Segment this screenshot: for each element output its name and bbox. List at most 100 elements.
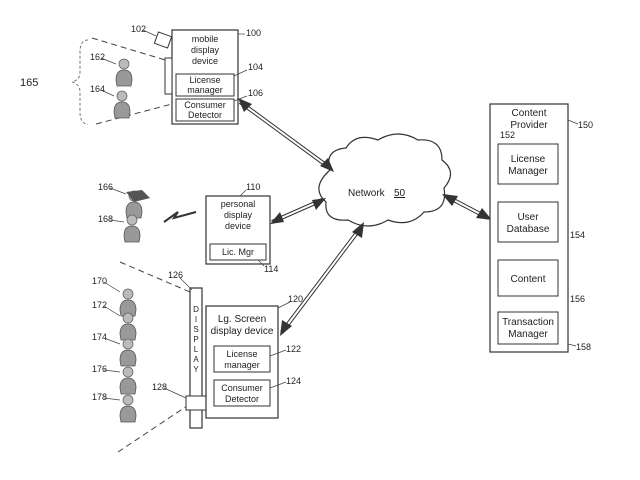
person-178: [119, 394, 137, 423]
person-164: [113, 90, 131, 119]
camera-icon: [153, 31, 173, 49]
mobile-license-2: manager: [187, 85, 223, 95]
person-172: [119, 312, 137, 341]
provider-title-2: Provider: [510, 120, 548, 131]
ref-165: 165: [20, 77, 38, 89]
lg-license-1: License: [226, 349, 257, 359]
userdb-2: Database: [507, 224, 550, 235]
group-bracket: [71, 39, 89, 125]
lg-consumer-detector: [213, 379, 271, 407]
ref-150: 150: [578, 120, 593, 130]
arrowhead: [320, 158, 334, 172]
arrowhead: [442, 194, 458, 206]
leader: [142, 29, 157, 37]
leader: [277, 301, 291, 309]
mobile-license-1: License: [189, 75, 220, 85]
ref-124: 124: [286, 376, 301, 386]
ref-122: 122: [286, 344, 301, 354]
wireless-icon: [163, 211, 197, 223]
ref-152: 152: [500, 130, 515, 140]
link-mobile-network-inner: [239, 101, 331, 169]
lg-detector-2: Detector: [225, 394, 259, 404]
link-lg-network-inner: [281, 225, 363, 333]
ref-162: 162: [90, 52, 105, 62]
leader: [269, 381, 287, 389]
leader: [103, 369, 121, 373]
lg-license-2: manager: [224, 360, 260, 370]
person-170: [119, 288, 137, 317]
ref-164: 164: [90, 84, 105, 94]
ref-106: 106: [248, 88, 263, 98]
lg-license-manager: [213, 345, 271, 373]
leader: [239, 189, 247, 197]
leader: [257, 259, 265, 267]
network-number: 50: [394, 188, 406, 199]
view-line: [119, 261, 191, 293]
transaction-2: Manager: [508, 329, 548, 340]
leader: [103, 397, 121, 401]
arrowhead: [280, 320, 292, 336]
ref-120: 120: [288, 294, 303, 304]
provider-license-1: License: [511, 154, 546, 165]
ref-168: 168: [98, 214, 113, 224]
ref-102: 102: [131, 24, 146, 34]
leader: [100, 57, 117, 65]
leader: [269, 349, 287, 357]
ref-110: 110: [246, 182, 260, 192]
display-letter: S: [193, 325, 198, 334]
person-174: [119, 338, 137, 367]
leader: [109, 187, 127, 195]
ref-104: 104: [248, 62, 263, 72]
view-line: [95, 103, 173, 125]
leader: [103, 281, 121, 293]
camera-icon: [185, 395, 207, 411]
ref-174: 174: [92, 332, 107, 342]
leader: [103, 305, 121, 317]
mobile-license-manager: [175, 73, 235, 97]
leader: [567, 119, 579, 125]
personal-title-2: display: [224, 210, 253, 220]
display-letter: Y: [193, 365, 199, 374]
mobile-detector-2: Detector: [188, 110, 222, 120]
provider-transaction-manager: [497, 311, 559, 345]
arrowhead: [312, 198, 326, 210]
display-letter: L: [194, 345, 199, 354]
mobile-detector-1: Consumer: [184, 100, 226, 110]
leader: [103, 337, 121, 345]
leader: [109, 219, 125, 223]
content-label: Content: [510, 274, 545, 285]
transaction-1: Transaction: [502, 317, 554, 328]
leader: [233, 69, 248, 77]
personal-lic-mgr: [209, 243, 267, 261]
personal-licmgr-label: Lic. Mgr: [222, 247, 254, 257]
ref-176: 176: [92, 364, 107, 374]
leader: [567, 343, 577, 347]
ref-156: 156: [570, 294, 585, 304]
mobile-consumer-detector: [175, 98, 235, 122]
provider-license-manager: [497, 143, 559, 185]
mobile-title-3: device: [192, 56, 218, 66]
personal-title-3: device: [225, 221, 251, 231]
provider-title-1: Content: [511, 108, 546, 119]
leader: [100, 89, 115, 97]
arrowhead: [238, 98, 252, 112]
display-letter: D: [193, 305, 199, 314]
ref-154: 154: [570, 230, 585, 240]
leader: [179, 277, 193, 291]
person-168: [123, 214, 141, 243]
provider-user-database: [497, 201, 559, 243]
headset-icon: [126, 190, 150, 202]
provider-content: [497, 259, 559, 297]
display-letter: P: [193, 335, 198, 344]
provider-license-2: Manager: [508, 166, 548, 177]
ref-178: 178: [92, 392, 107, 402]
arrowhead: [476, 208, 492, 220]
ref-128: 128: [152, 382, 167, 392]
person-162: [115, 58, 133, 87]
ref-170: 170: [92, 276, 107, 286]
network-label: Network: [348, 188, 386, 199]
personal-title-1: personal: [221, 199, 256, 209]
leader: [233, 95, 248, 102]
